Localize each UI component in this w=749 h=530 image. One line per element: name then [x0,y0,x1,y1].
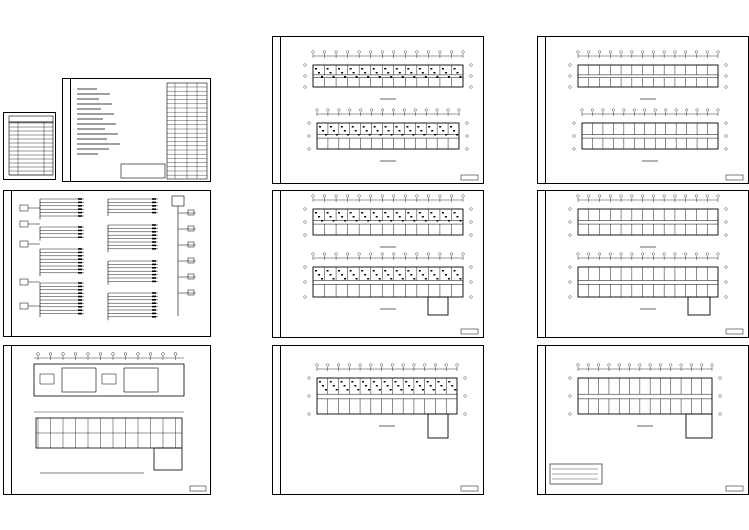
title-strip [273,191,281,337]
floor-plan-drawing [568,50,744,181]
sheet-plan-f [272,345,484,495]
title-strip [63,79,71,181]
title-strip [4,191,12,336]
sheet-plan-b [272,36,484,184]
title-strip [4,346,12,494]
index-table [8,115,54,176]
floor-plan-drawing [303,194,479,335]
plan-a-drawing [33,352,207,492]
title-strip [538,346,546,494]
title-strip [538,191,546,337]
system-diagram [19,195,196,321]
title-strip [273,346,281,494]
floor-plan-drawing [549,363,744,492]
sheet-plan-a [3,345,211,495]
notes-body [77,82,208,180]
sheet-design-notes [62,78,211,182]
sheet-index [3,112,56,180]
floor-plan-drawing [307,363,479,492]
floor-plan-drawing [303,50,479,181]
sheet-plan-d [272,190,484,338]
sheet-plan-c [537,36,749,184]
sheet-plan-e [537,190,749,338]
title-strip [538,37,546,183]
title-strip [273,37,281,183]
sheet-plan-g [537,345,749,495]
sheet-system-diagram [3,190,211,337]
floor-plan-drawing [568,194,744,335]
